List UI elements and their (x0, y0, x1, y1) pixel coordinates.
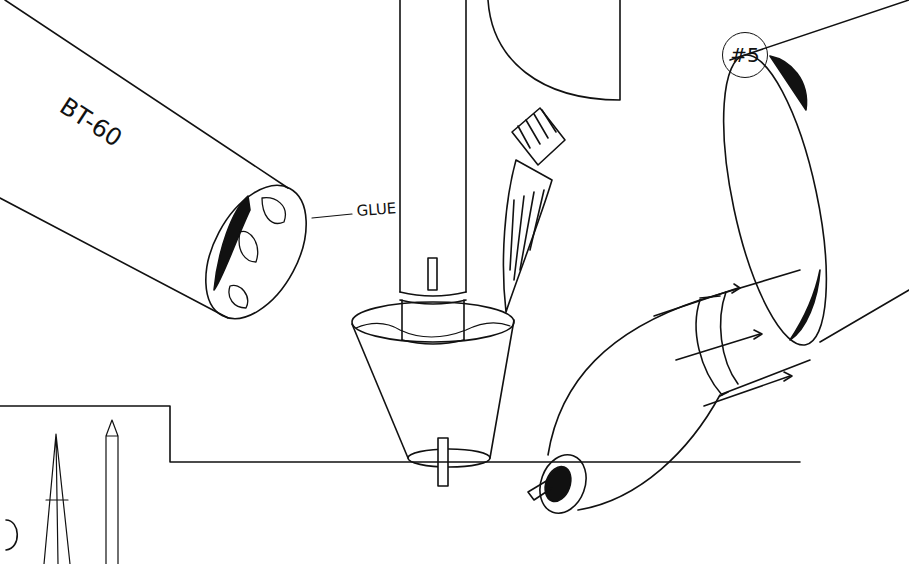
tube-label: BT-60 (55, 92, 127, 153)
nose-cone (528, 270, 810, 520)
body-tube-right (703, 0, 909, 353)
inset-frame (0, 406, 800, 564)
glue-label: GLUE (356, 199, 397, 220)
glue-tube (488, 0, 620, 312)
shoulder-assembly (352, 0, 514, 486)
body-tube (0, 0, 352, 335)
callout-circle: #5 (722, 32, 768, 78)
callout-number: #5 (730, 43, 759, 67)
